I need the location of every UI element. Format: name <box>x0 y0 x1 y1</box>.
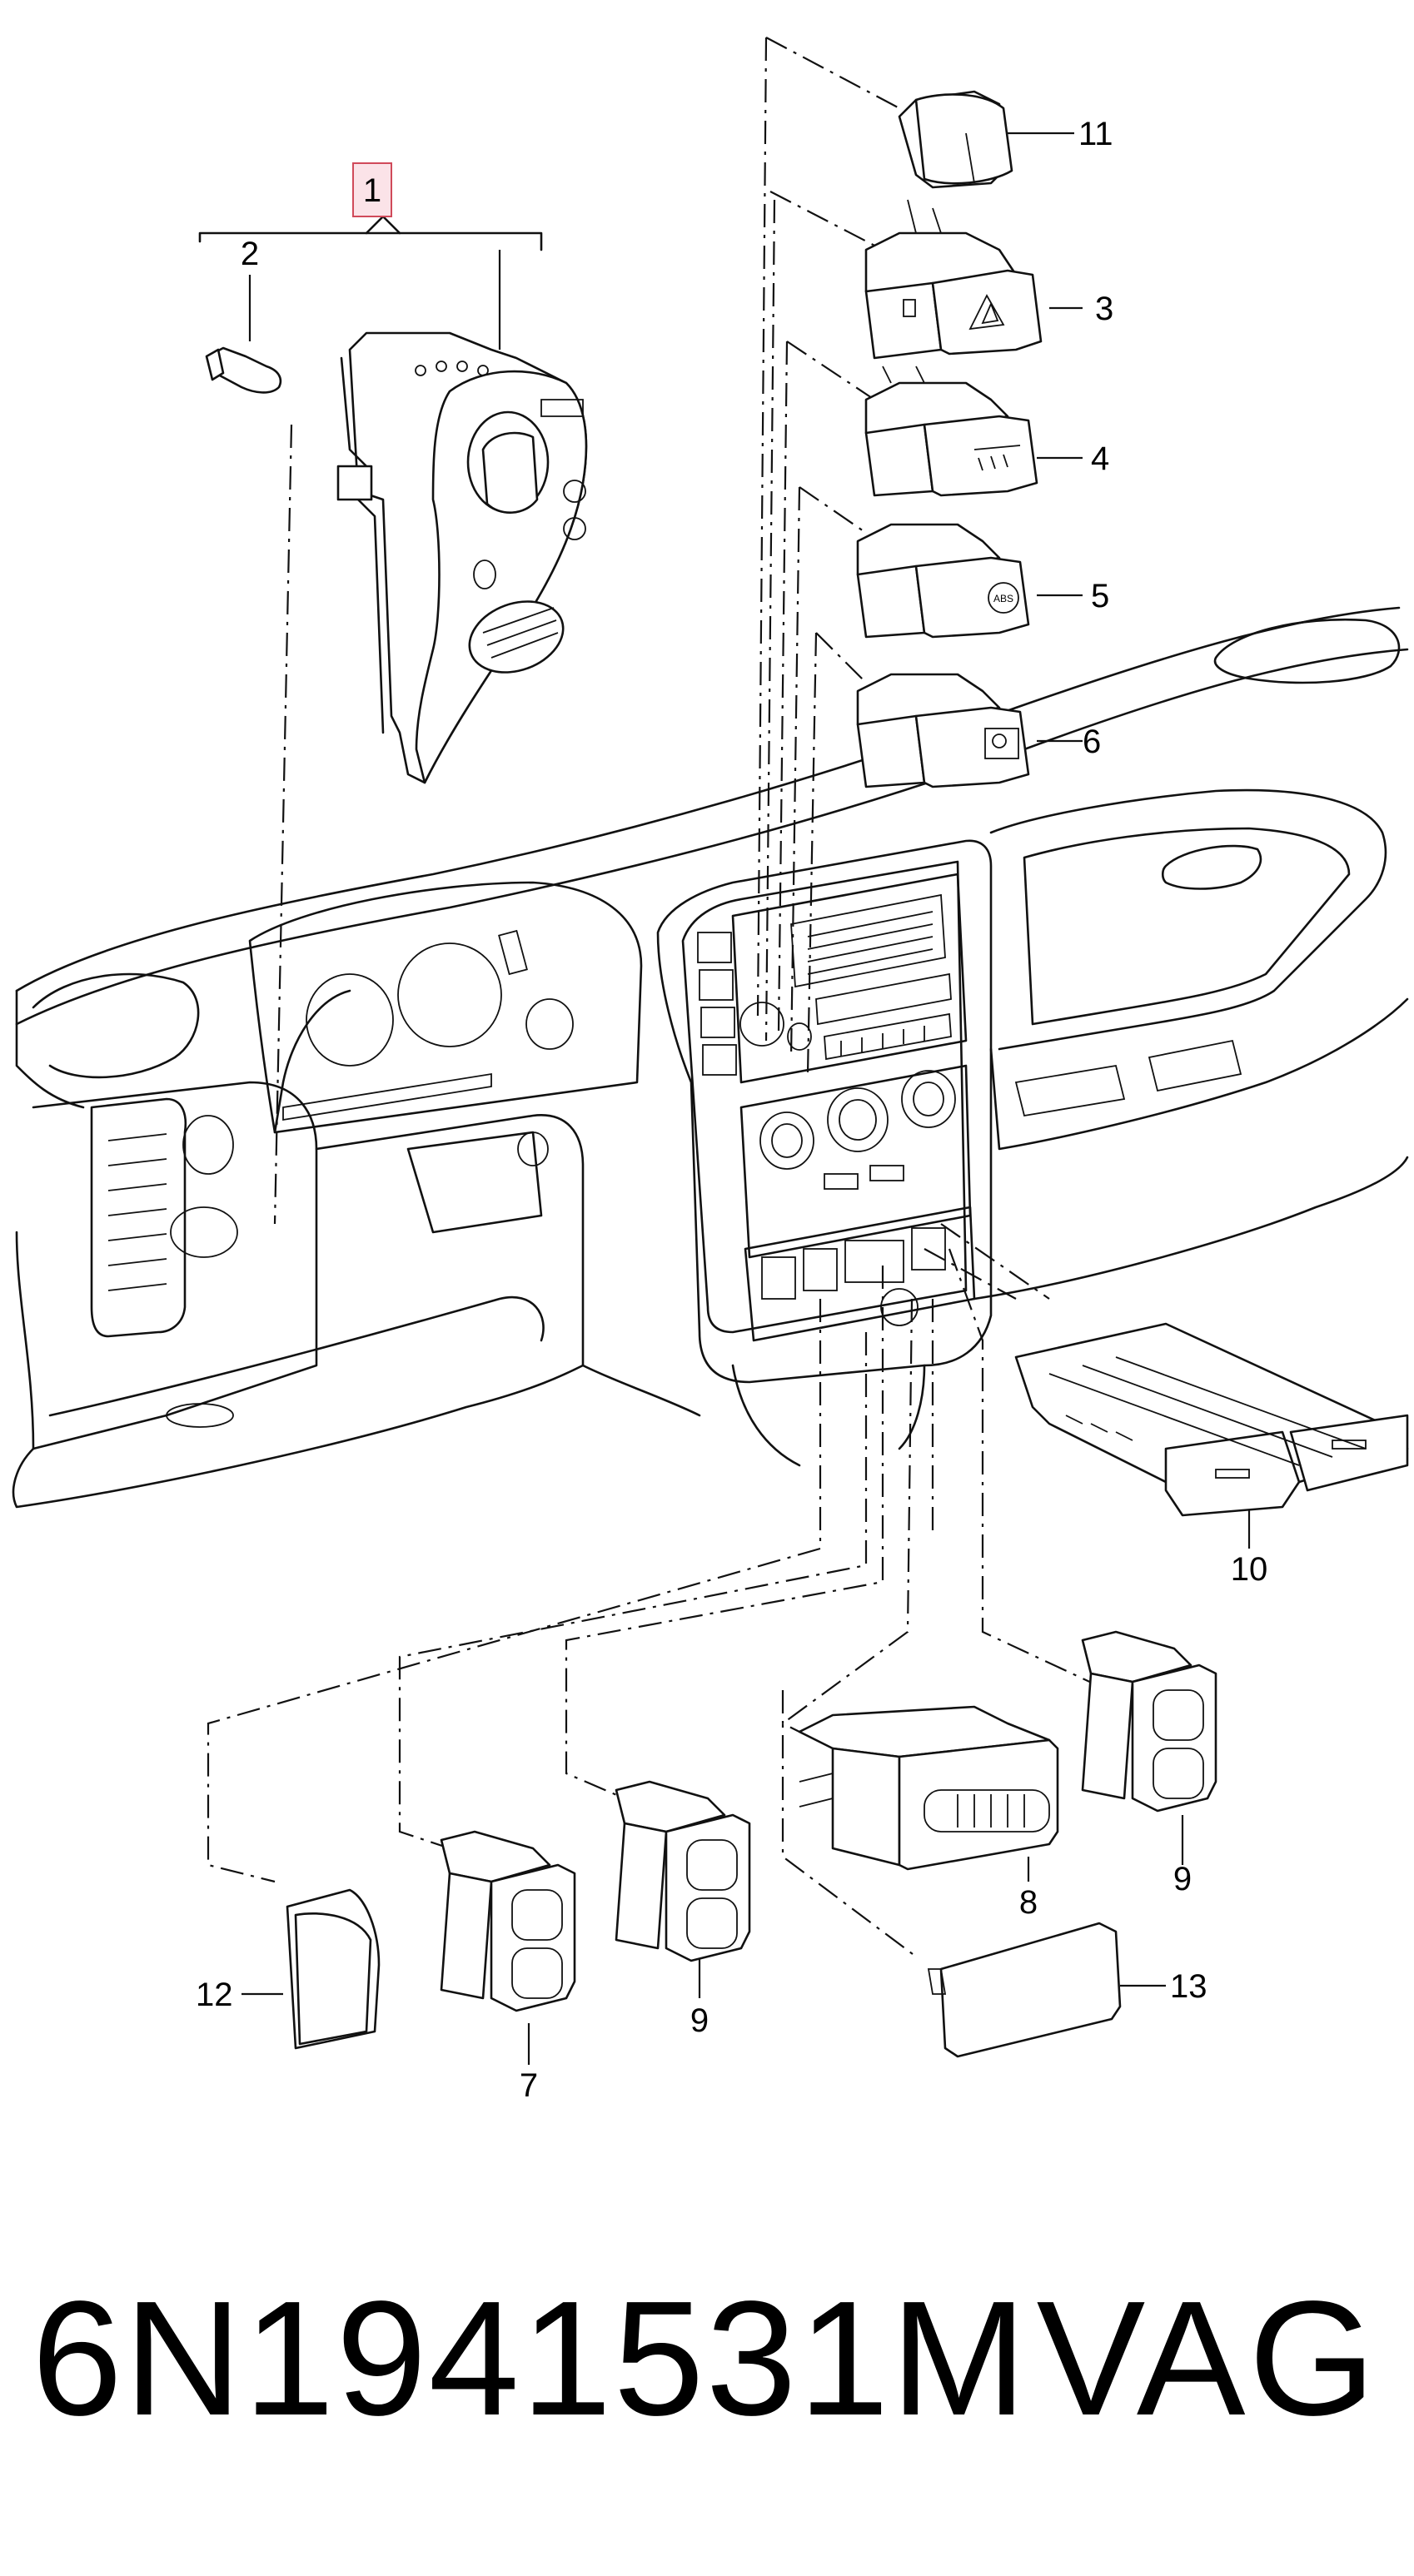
part-13-blank-plate <box>927 1922 1166 2058</box>
part-11-blank-cover <box>898 90 1074 189</box>
part-3-hazard-switch <box>864 199 1083 360</box>
callout-3: 3 <box>1095 291 1113 327</box>
callout-13: 13 <box>1170 1968 1207 2005</box>
callout-10: 10 <box>1231 1551 1268 1588</box>
dash-dot-guide-lines <box>207 37 1108 1957</box>
brand-name: VAG <box>1036 2267 1379 2449</box>
callout-9-left: 9 <box>690 2002 709 2039</box>
abs-symbol-text: ABS <box>993 593 1013 604</box>
part-7-switch <box>440 1830 576 2065</box>
callout-12: 12 <box>196 1977 233 2013</box>
part-10-vent-assembly <box>1014 1322 1409 1549</box>
callout-1: 1 <box>363 172 381 209</box>
exploded-parts-diagram: ABS <box>12 37 1409 2104</box>
part-2-bulb <box>205 275 282 394</box>
callout-2: 2 <box>241 236 259 272</box>
callout-6: 6 <box>1083 724 1101 760</box>
callout-9-right: 9 <box>1173 1861 1192 1897</box>
part-9-switch-left <box>615 1780 751 1998</box>
part-number: 6N1941531M <box>32 2267 1028 2449</box>
part-8-rheostat <box>798 1705 1059 1882</box>
part-4-rear-defrost-switch <box>864 366 1083 497</box>
callout-5: 5 <box>1091 578 1109 614</box>
part-6-switch <box>856 673 1083 788</box>
part-9-switch-right <box>1081 1630 1217 1865</box>
dashboard-outline <box>12 606 1409 1509</box>
part-5-abs-switch: ABS <box>856 523 1083 639</box>
part-1-headlight-switch <box>198 215 588 784</box>
callout-7: 7 <box>520 2067 538 2104</box>
callout-1-highlight <box>352 162 392 217</box>
callout-4: 4 <box>1091 440 1109 477</box>
callout-11: 11 <box>1078 116 1113 152</box>
part-12-blank-cap <box>241 1888 381 2050</box>
callout-8: 8 <box>1019 1884 1038 1921</box>
